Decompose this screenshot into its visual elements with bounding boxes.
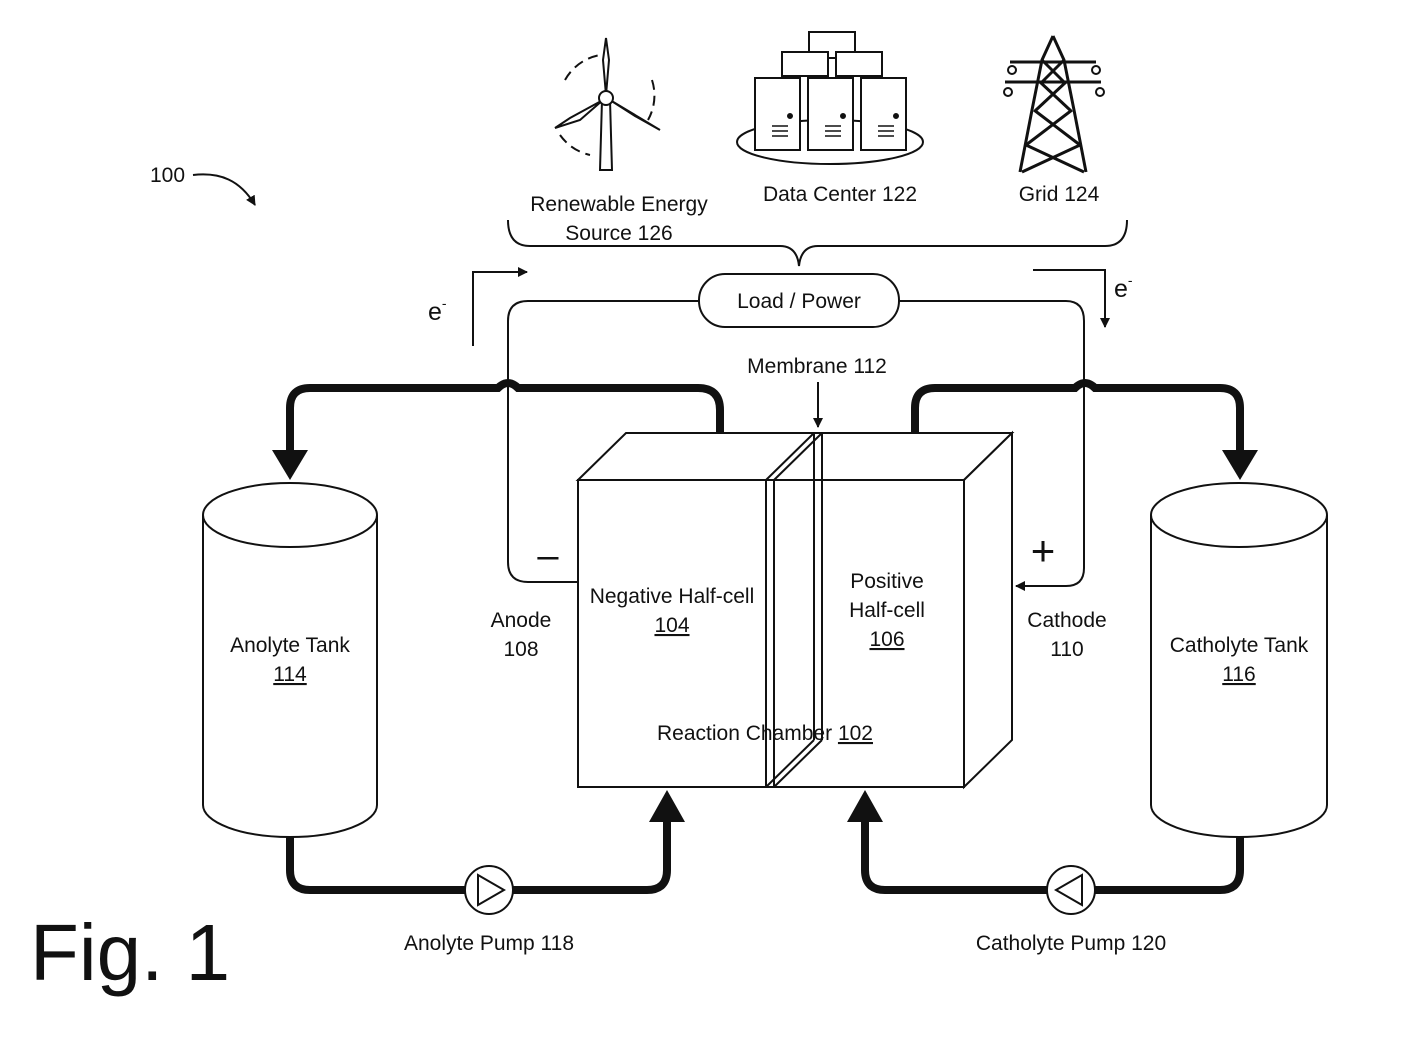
electron-flow-left-arrow xyxy=(473,272,527,346)
membrane-label: Membrane 112 xyxy=(747,355,887,378)
figure-ref-arrow xyxy=(193,174,255,205)
catholyte-feed-arrowhead xyxy=(847,790,883,822)
transmission-tower-icon xyxy=(1004,36,1104,172)
catholyte-pump-label: Catholyte Pump 120 xyxy=(976,932,1166,955)
catholyte-tank xyxy=(1151,483,1327,837)
load-power-label: Load / Power xyxy=(737,290,861,313)
electron-left-label: e- xyxy=(428,295,447,326)
figure-title: Fig. 1 xyxy=(30,908,230,997)
catholyte-return-arrowhead xyxy=(1222,450,1258,480)
positive-half-cell-label-2: Half-cell xyxy=(849,599,925,622)
electron-right-label: e- xyxy=(1114,272,1133,303)
wind-turbine-icon xyxy=(555,38,660,170)
catholyte-tank-label: Catholyte Tank xyxy=(1170,634,1309,657)
cathode-number: 110 xyxy=(1050,638,1083,661)
anolyte-tank-label: Anolyte Tank xyxy=(230,634,350,657)
negative-half-cell-label: Negative Half-cell xyxy=(590,585,755,608)
anolyte-return-arrowhead xyxy=(272,450,308,480)
renewable-source-label: Renewable Energy xyxy=(530,193,708,216)
figure-ref-number: 100 xyxy=(150,164,185,187)
reaction-chamber-label: Reaction Chamber 102 xyxy=(657,722,873,745)
server-rack-icon xyxy=(737,32,923,164)
data-center-label: Data Center 122 xyxy=(763,183,917,206)
anode-number: 108 xyxy=(503,638,538,661)
catholyte-pump-icon xyxy=(1047,866,1095,914)
positive-half-cell-number: 106 xyxy=(869,628,904,651)
anode-label: Anode xyxy=(491,609,552,632)
anode-sign: – xyxy=(537,535,559,577)
renewable-source-label-2: Source 126 xyxy=(565,222,672,245)
electron-flow-right-arrow xyxy=(1033,270,1105,327)
negative-half-cell-number: 104 xyxy=(654,614,689,637)
anolyte-feed-arrowhead xyxy=(649,790,685,822)
grid-label: Grid 124 xyxy=(1019,183,1100,206)
anolyte-tank-number: 114 xyxy=(273,663,307,686)
cathode-label: Cathode xyxy=(1027,609,1106,632)
anolyte-pump-icon xyxy=(465,866,513,914)
cathode-sign: + xyxy=(1031,527,1056,574)
catholyte-tank-number: 116 xyxy=(1222,663,1255,686)
anolyte-tank xyxy=(203,483,377,837)
positive-half-cell-label: Positive xyxy=(850,570,924,593)
anolyte-pump-label: Anolyte Pump 118 xyxy=(404,932,574,955)
